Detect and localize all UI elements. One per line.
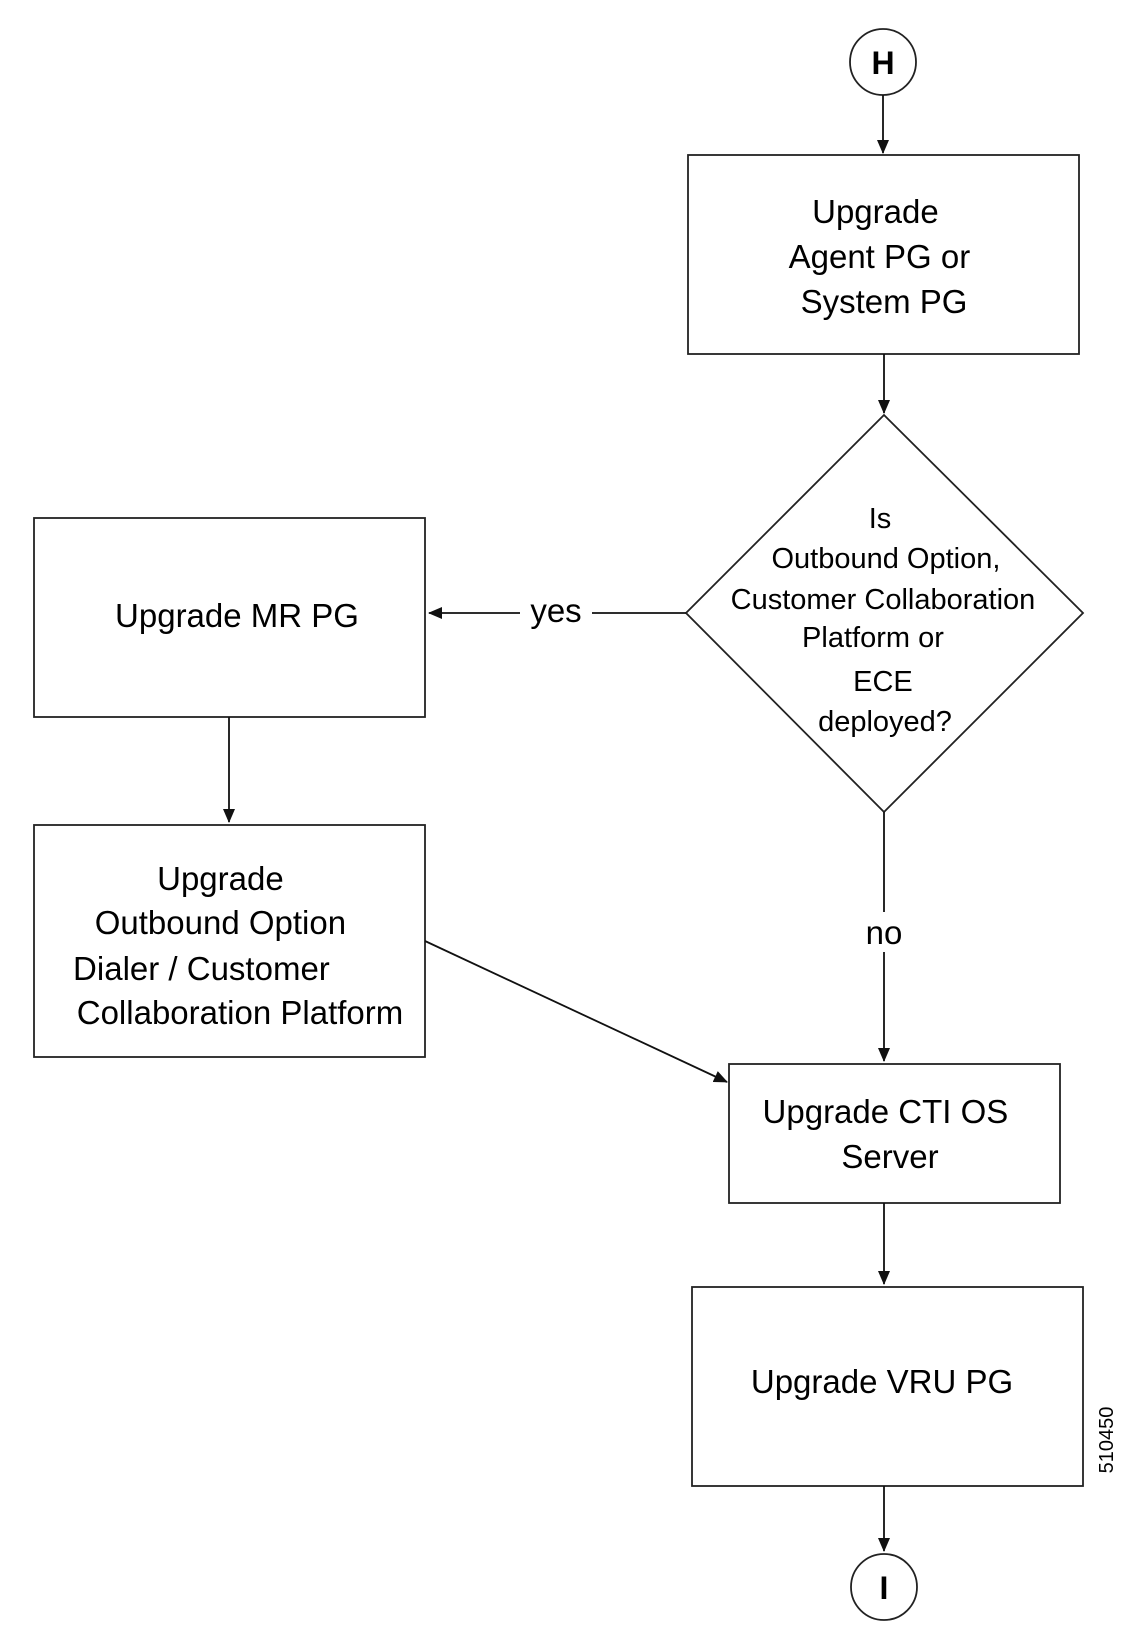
edge-no: no xyxy=(866,812,903,1062)
svg-text:Upgrade Outbound Option: Upgrade Outbound Option Dialer / Custome… xyxy=(73,860,403,1031)
node-upgrade-vru-pg-label: Upgrade VRU PG xyxy=(751,1363,1013,1400)
decision-line-1: Is xyxy=(869,503,892,535)
node-upgrade-mr-pg-label: Upgrade MR PG xyxy=(115,597,359,634)
svg-text:Upgrade Agent PG or: Upgrade Agent PG or System PG xyxy=(789,193,980,320)
node-upgrade-mr-pg: Upgrade MR PG xyxy=(33,517,426,718)
cti-os-line-2: Server xyxy=(841,1138,938,1175)
node-upgrade-agent-pg-line-3: System PG xyxy=(801,283,968,320)
decision-line-3: Customer Collaboration xyxy=(731,584,1036,616)
node-upgrade-vru-pg: Upgrade VRU PG xyxy=(691,1286,1084,1487)
edge-yes: yes xyxy=(428,592,686,629)
dialer-line-2: Outbound Option xyxy=(95,904,346,941)
dialer-line-4: Collaboration Platform xyxy=(77,994,404,1031)
svg-text:Upgrade CTI OS Server: Upgrade CTI OS Server xyxy=(763,1093,1018,1175)
start-connector-label: H xyxy=(871,45,894,81)
dialer-line-3: Dialer / Customer xyxy=(73,950,330,987)
decision-line-2: Outbound Option, xyxy=(771,543,1000,575)
svg-text:Is Outbound Option,: Is Outbound Option, Customer Collaborati… xyxy=(731,503,1044,738)
edge-dialer-to-cti-os xyxy=(424,940,728,1083)
decision-line-5: ECE xyxy=(853,666,913,698)
edge-no-label: no xyxy=(866,914,903,951)
node-decision: Is Outbound Option, Customer Collaborati… xyxy=(684,413,1085,814)
figure-id: 510450 xyxy=(1096,1407,1118,1474)
node-upgrade-outbound-dialer: Upgrade Outbound Option Dialer / Custome… xyxy=(33,824,426,1058)
decision-line-6: deployed? xyxy=(818,706,952,738)
start-connector-h: H xyxy=(849,28,917,96)
decision-line-4: Platform or xyxy=(802,622,944,654)
cti-os-line-1: Upgrade CTI OS xyxy=(763,1093,1009,1130)
node-upgrade-agent-pg-line-2: Agent PG or xyxy=(789,238,971,275)
node-upgrade-agent-pg: Upgrade Agent PG or System PG xyxy=(687,154,1080,355)
edge-yes-label: yes xyxy=(530,592,581,629)
node-upgrade-agent-pg-line-1: Upgrade xyxy=(812,193,939,230)
end-connector-i: I xyxy=(850,1553,918,1621)
dialer-line-1: Upgrade xyxy=(157,860,284,897)
node-upgrade-cti-os: Upgrade CTI OS Server xyxy=(728,1063,1061,1204)
end-connector-label: I xyxy=(880,1570,889,1606)
